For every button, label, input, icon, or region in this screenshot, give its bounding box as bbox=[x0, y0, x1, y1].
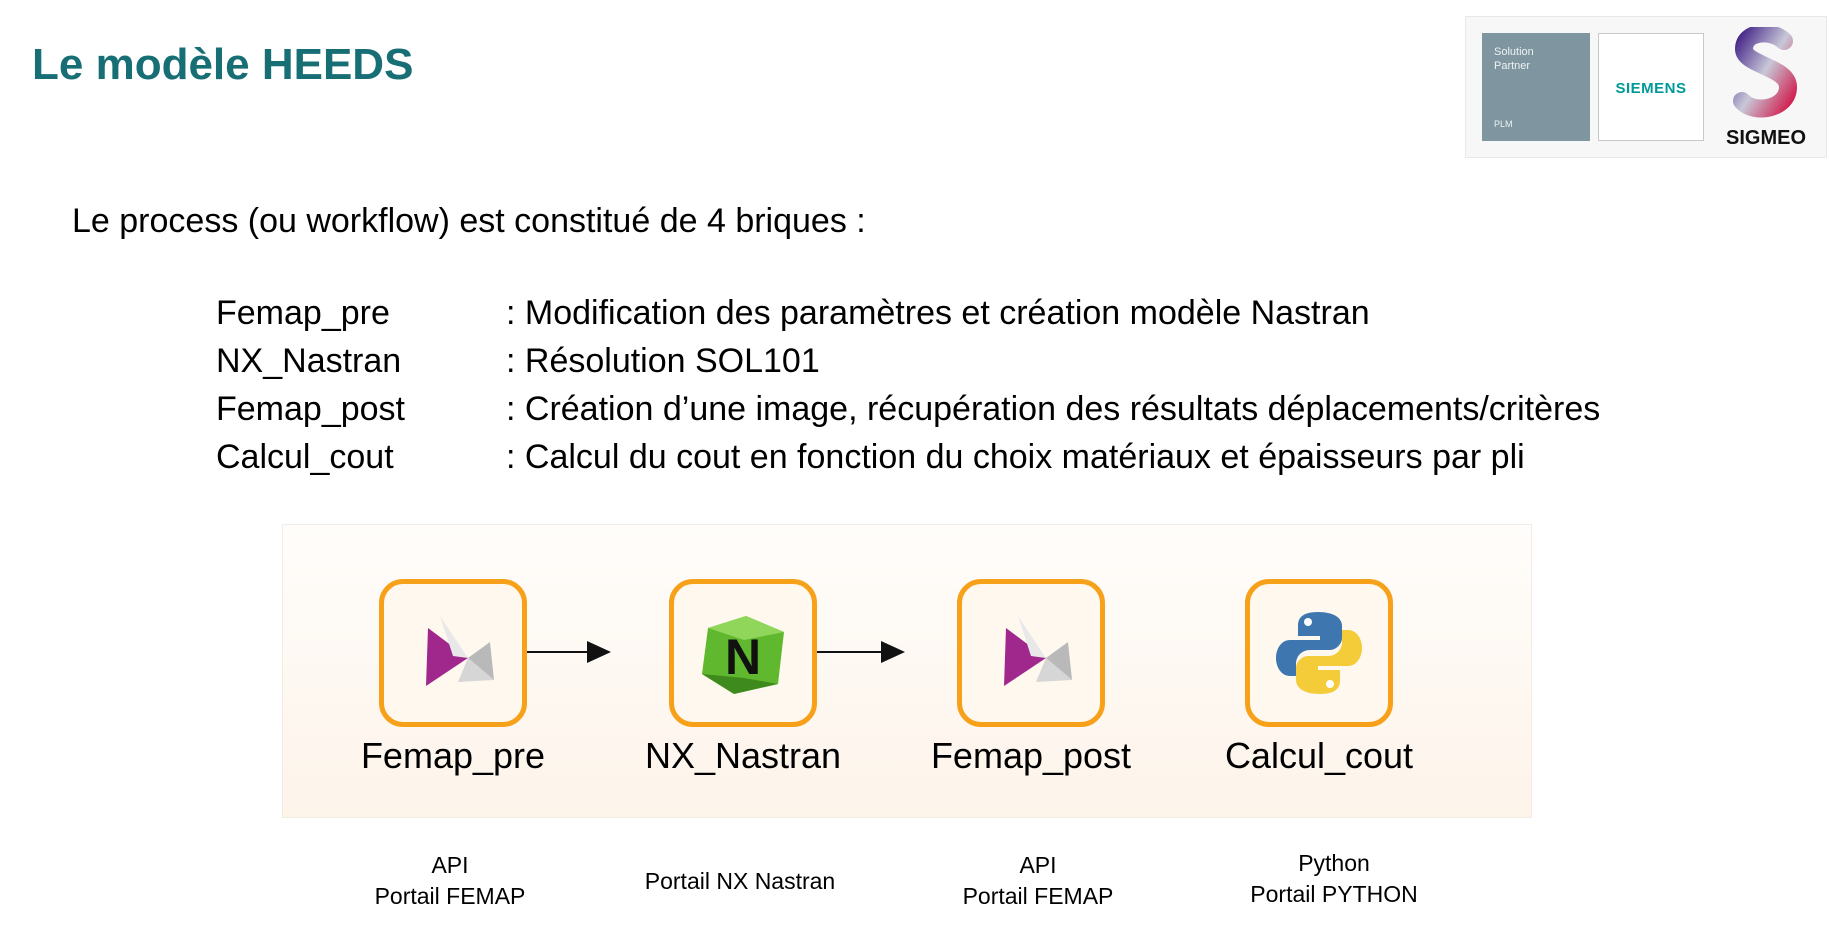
portal-caption-line1: Portail NX Nastran bbox=[644, 868, 836, 894]
portal-caption-line2: Portail FEMAP bbox=[962, 883, 1114, 909]
workflow-diagram: Femap_pre N NX_Nastran Femap_post Calcul… bbox=[282, 524, 1532, 818]
portal-caption-line1: API bbox=[1019, 852, 1057, 878]
brick-description: : Création d’une image, récupération des… bbox=[506, 390, 1601, 428]
solution-partner-line1: Solution bbox=[1494, 46, 1534, 58]
page-title: Le modèle HEEDS bbox=[32, 40, 414, 89]
portal-caption: Python Portail PYTHON bbox=[1194, 848, 1474, 910]
portal-caption: Portail NX Nastran bbox=[600, 866, 880, 897]
solution-partner-line2: Partner bbox=[1494, 60, 1531, 72]
workflow-node-femap-post[interactable] bbox=[957, 579, 1105, 727]
portal-caption: API Portail FEMAP bbox=[898, 850, 1178, 912]
workflow-node-femap-pre[interactable] bbox=[379, 579, 527, 727]
femap-icon bbox=[1004, 616, 1072, 686]
workflow-node-calcul-cout[interactable] bbox=[1245, 579, 1393, 727]
workflow-node-label: Femap_post bbox=[930, 735, 1132, 776]
portal-caption: API Portail FEMAP bbox=[310, 850, 590, 912]
femap-icon bbox=[426, 616, 494, 686]
svg-text:N: N bbox=[725, 629, 761, 685]
sigmeo-logo-text: SIGMEO bbox=[1725, 127, 1806, 149]
brick-name: Femap_post bbox=[216, 390, 405, 428]
brick-description: : Calcul du cout en fonction du choix ma… bbox=[506, 438, 1525, 476]
brick-description: : Résolution SOL101 bbox=[506, 342, 820, 380]
workflow-arrow bbox=[817, 641, 905, 663]
brick-name: Calcul_cout bbox=[216, 438, 394, 476]
nx-nastran-icon: N bbox=[702, 616, 784, 694]
portal-caption-line2: Portail PYTHON bbox=[1250, 881, 1418, 907]
portal-caption-line2: Portail FEMAP bbox=[374, 883, 526, 909]
solution-partner-plm: PLM bbox=[1494, 119, 1513, 129]
brick-name: Femap_pre bbox=[216, 294, 390, 332]
brick-description: : Modification des paramètres et créatio… bbox=[506, 294, 1370, 332]
siemens-logo: SIEMENS bbox=[1598, 33, 1704, 141]
brick-name: NX_Nastran bbox=[216, 342, 402, 380]
workflow-node-nx-nastran[interactable]: N bbox=[669, 579, 817, 727]
python-icon bbox=[1276, 612, 1362, 694]
siemens-logo-text: SIEMENS bbox=[1615, 80, 1687, 97]
sigmeo-s-icon bbox=[1733, 27, 1798, 118]
intro-text: Le process (ou workflow) est constitué d… bbox=[72, 202, 866, 240]
workflow-node-label: NX_Nastran bbox=[644, 735, 842, 776]
workflow-node-label: Femap_pre bbox=[360, 735, 546, 776]
workflow-node-label: Calcul_cout bbox=[1224, 735, 1414, 776]
portal-caption-line1: API bbox=[431, 852, 469, 878]
portal-caption-line1: Python bbox=[1298, 850, 1370, 876]
sigmeo-logo: SIGMEO bbox=[1712, 27, 1820, 149]
workflow-arrow bbox=[527, 641, 611, 663]
